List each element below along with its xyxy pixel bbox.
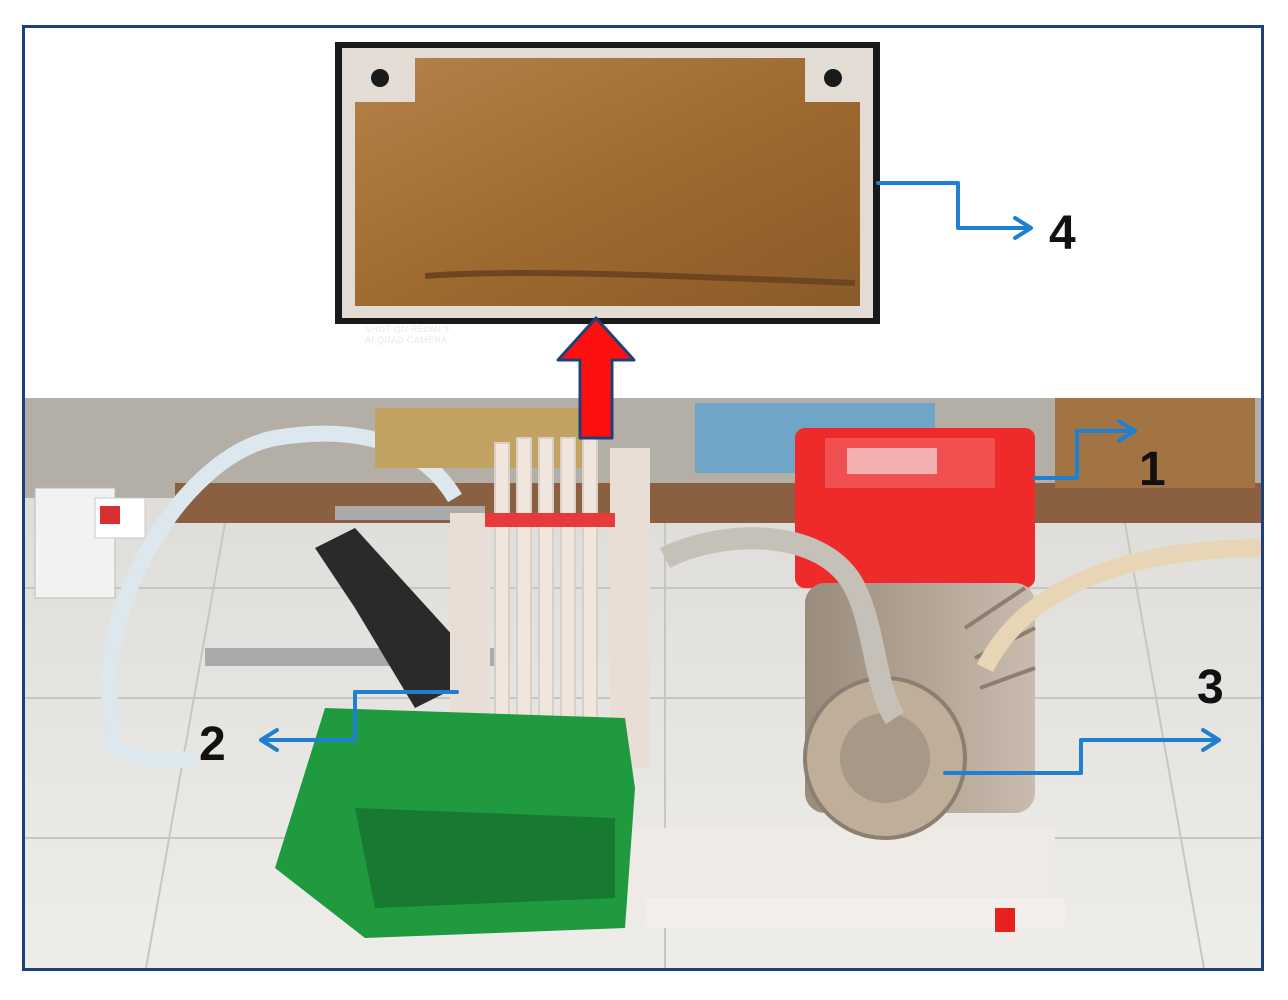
figure-frame: SHOT ON REDMI 9 AI QUAD CAMERA 1 2 3 4 (22, 25, 1264, 971)
callout-label-1: 1 (1139, 443, 1166, 496)
callout-arrowhead-2 (259, 728, 279, 752)
callout-arrow-1 (1033, 429, 1135, 480)
photo-scene (25, 42, 1261, 968)
filter-plate-inset (335, 42, 880, 324)
callout-arrowhead-1 (1117, 419, 1137, 443)
collection-tray (275, 708, 635, 938)
callout-label-3: 3 (1197, 661, 1224, 714)
callout-arrowhead-3 (1201, 728, 1221, 752)
inset-caption-line-2: AI QUAD CAMERA (365, 335, 448, 345)
callout-arrow-4 (876, 181, 1030, 230)
callout-arrow-3 (943, 738, 1219, 775)
callout-label-2: 2 (199, 718, 226, 771)
callout-label-4: 4 (1049, 207, 1076, 260)
callout-arrow-2 (261, 690, 459, 742)
callout-arrowhead-4 (1013, 216, 1033, 240)
up-arrow (556, 316, 636, 440)
pump-motor (645, 428, 1261, 932)
inset-caption-line-1: SHOT ON REDMI 9 (365, 324, 450, 334)
inset-camera-watermark: SHOT ON REDMI 9 AI QUAD CAMERA (365, 324, 449, 346)
